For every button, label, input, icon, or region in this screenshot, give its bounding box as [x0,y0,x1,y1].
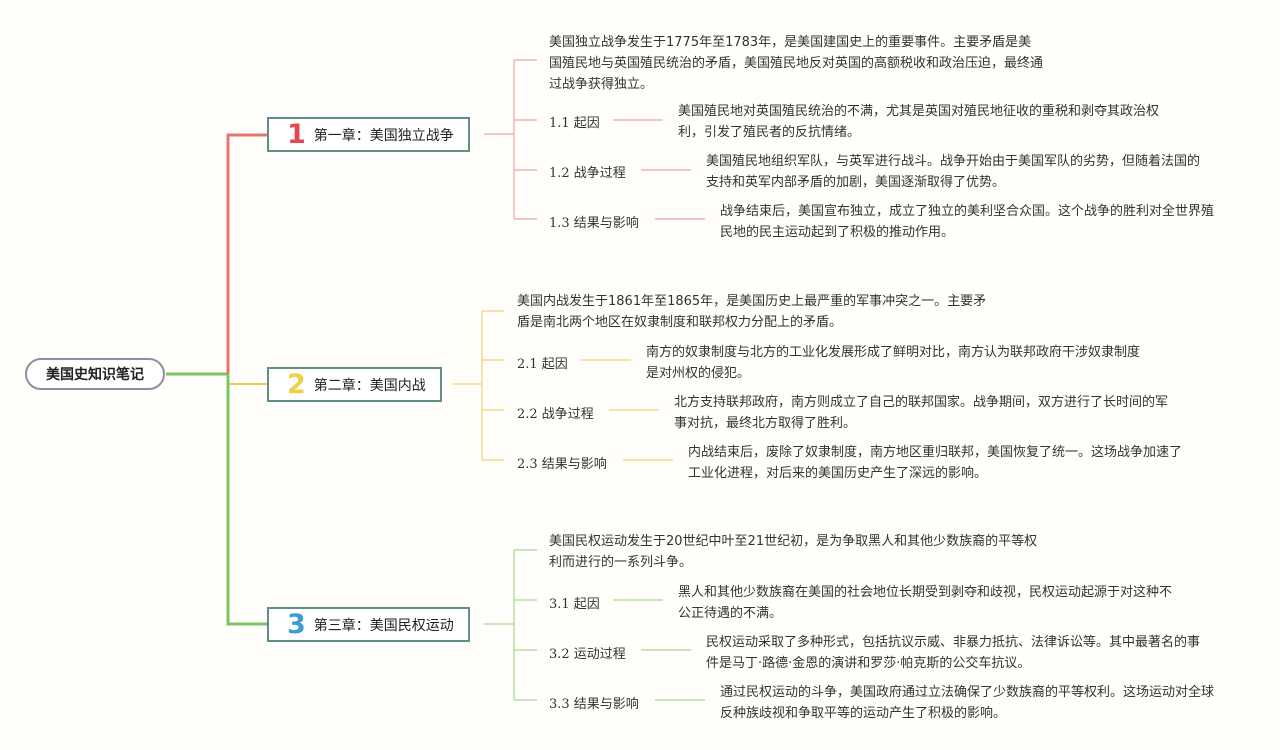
chapter-3-sub-1-label[interactable]: 3.1 起因 [549,597,600,612]
chapter-2-sub-1-text: 南方的奴隶制度与北方的工业化发展形成了鲜明对比，南方认为联邦政府干涉奴隶制度是对… [646,345,1141,381]
chapter-2-sub-3-text: 内战结束后，废除了奴隶制度，南方地区重归联邦，美国恢复了统一。这场战争加速了工业… [688,445,1183,481]
chapter-3-node[interactable]: 3 第三章：美国民权运动 [267,607,470,642]
chapter-1-sub-2-text: 美国殖民地组织军队，与英军进行战斗。战争开始由于美国军队的劣势，但随着法国的支持… [706,154,1201,190]
chapter-2-number: 2 [287,369,306,400]
chapter-3-number: 3 [287,609,306,640]
chapter-2-sub-2-text: 北方支持联邦政府，南方则成立了自己的联邦国家。战争期间，双方进行了长时间的军事对… [674,395,1169,431]
chapter-1-intro: 美国独立战争发生于1775年至1783年，是美国建国史上的重要事件。主要矛盾是美… [549,35,1044,92]
chapter-1-node[interactable]: 1 第一章：美国独立战争 [267,117,470,152]
chapter-3-sub-2-label[interactable]: 3.2 运动过程 [549,647,626,662]
chapter-3-title: 第三章：美国民权运动 [313,617,454,634]
chapter-3-sub-3-text: 通过民权运动的斗争，美国政府通过立法确保了少数族裔的平等权利。这场运动对全球反种… [720,685,1215,721]
chapter-3-sub-3-label[interactable]: 3.3 结果与影响 [549,697,639,712]
chapter-2-sub-1-label[interactable]: 2.1 起因 [517,357,568,372]
chapter-1-sub-1-text: 美国殖民地对英国殖民统治的不满，尤其是英国对殖民地征收的重税和剥夺其政治权利，引… [678,104,1160,140]
chapter-3-sub-2-text: 民权运动采取了多种形式，包括抗议示威、非暴力抵抗、法律诉讼等。其中最著名的事件是… [706,635,1201,671]
chapter-2-intro: 美国内战发生于1861年至1865年，是美国历史上最严重的军事冲突之一。主要矛盾… [517,294,987,330]
chapter-1-sub-1-label[interactable]: 1.1 起因 [549,116,600,131]
chapter-1-sub-3-text: 战争结束后，美国宣布独立，成立了独立的美利坚合众国。这个战争的胜利对全世界殖民地… [720,204,1215,240]
root-node[interactable]: 美国史知识笔记 [25,358,165,390]
chapter-2-sub-2-label[interactable]: 2.2 战争过程 [517,407,594,422]
chapter-1-title: 第一章：美国独立战争 [313,127,454,144]
chapter-1-sub-2-label[interactable]: 1.2 战争过程 [549,166,626,181]
chapter-1-sub-3-label[interactable]: 1.3 结果与影响 [549,216,639,231]
chapter-2-node[interactable]: 2 第二章：美国内战 [267,367,442,402]
chapter-1-number: 1 [287,119,306,150]
chapter-2-sub-3-label[interactable]: 2.3 结果与影响 [517,457,607,472]
chapter-3-sub-1-text: 黑人和其他少数族裔在美国的社会地位长期受到剥夺和歧视，民权运动起源于对这种不公正… [678,585,1173,621]
chapter-3-intro: 美国民权运动发生于20世纪中叶至21世纪初，是为争取黑人和其他少数族裔的平等权利… [549,534,1038,570]
root-title: 美国史知识笔记 [46,367,144,383]
chapter-2-title: 第二章：美国内战 [313,377,426,394]
